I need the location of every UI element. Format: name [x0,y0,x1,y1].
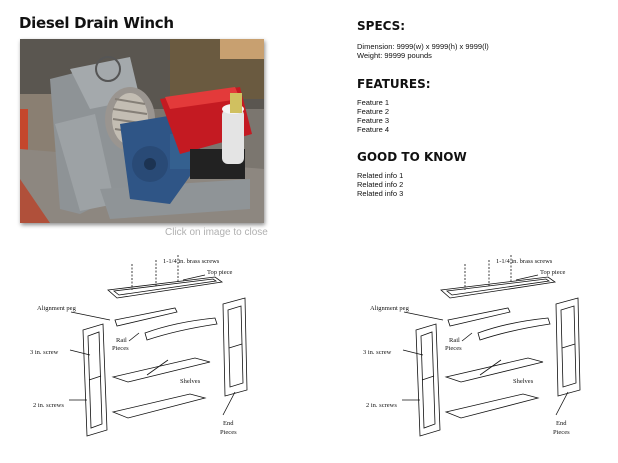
label-rail-pieces: Rail [116,337,127,344]
product-image[interactable] [20,39,264,223]
label-shelves: Shelves [180,378,201,385]
label-rail-pieces: Rail [449,337,460,344]
label-end-pieces: Pieces [553,429,570,436]
good-to-know-list: Related info 1 Related info 2 Related in… [357,171,403,198]
label-alignment-peg: Alignment peg [370,305,410,312]
specs-heading: SPECS: [357,19,406,33]
assembly-diagram-right: 1-1/4 in. brass screws Top piece Alignme… [363,255,581,437]
image-caption[interactable]: Click on image to close [165,227,268,238]
features-list: Feature 1 Feature 2 Feature 3 Feature 4 [357,98,389,134]
assembly-diagram-left: 1-1/4 in. brass screws Top piece Alignme… [30,255,248,437]
winch-photo[interactable] [20,39,264,223]
label-brass-screws: 1-1/4 in. brass screws [163,258,220,265]
spec-weight: Weight: 99999 pounds [357,51,432,60]
label-rail-pieces: Pieces [112,345,129,352]
good-to-know-heading: GOOD TO KNOW [357,150,467,164]
label-2in-screws: 2 in. screws [33,402,64,409]
label-end-pieces: End [556,420,567,427]
label-end-pieces: Pieces [220,429,237,436]
label-top-piece: Top piece [540,269,565,276]
label-3in-screw: 3 in. screw [363,349,392,356]
related-info-item: Related info 2 [357,180,404,189]
feature-item: Feature 4 [357,125,390,134]
feature-item: Feature 2 [357,107,390,116]
related-info-item: Related info 3 [357,189,404,198]
product-title: Diesel Drain Winch [19,14,174,32]
label-3in-screw: 3 in. screw [30,349,59,356]
label-top-piece: Top piece [207,269,232,276]
label-alignment-peg: Alignment peg [37,305,77,312]
feature-item: Feature 1 [357,98,390,107]
label-shelves: Shelves [513,378,534,385]
specs-list: Dimension: 9999(w) x 9999(h) x 9999(l) W… [357,42,489,60]
label-rail-pieces: Pieces [445,345,462,352]
diagram-body [402,255,581,437]
related-info-item: Related info 1 [357,171,404,180]
features-heading: FEATURES: [357,77,431,91]
label-end-pieces: End [223,420,234,427]
label-brass-screws: 1-1/4 in. brass screws [496,258,553,265]
feature-item: Feature 3 [357,116,390,125]
label-2in-screws: 2 in. screws [366,402,397,409]
diagram-body [69,255,248,437]
spec-dimension: Dimension: 9999(w) x 9999(h) x 9999(l) [357,42,489,51]
